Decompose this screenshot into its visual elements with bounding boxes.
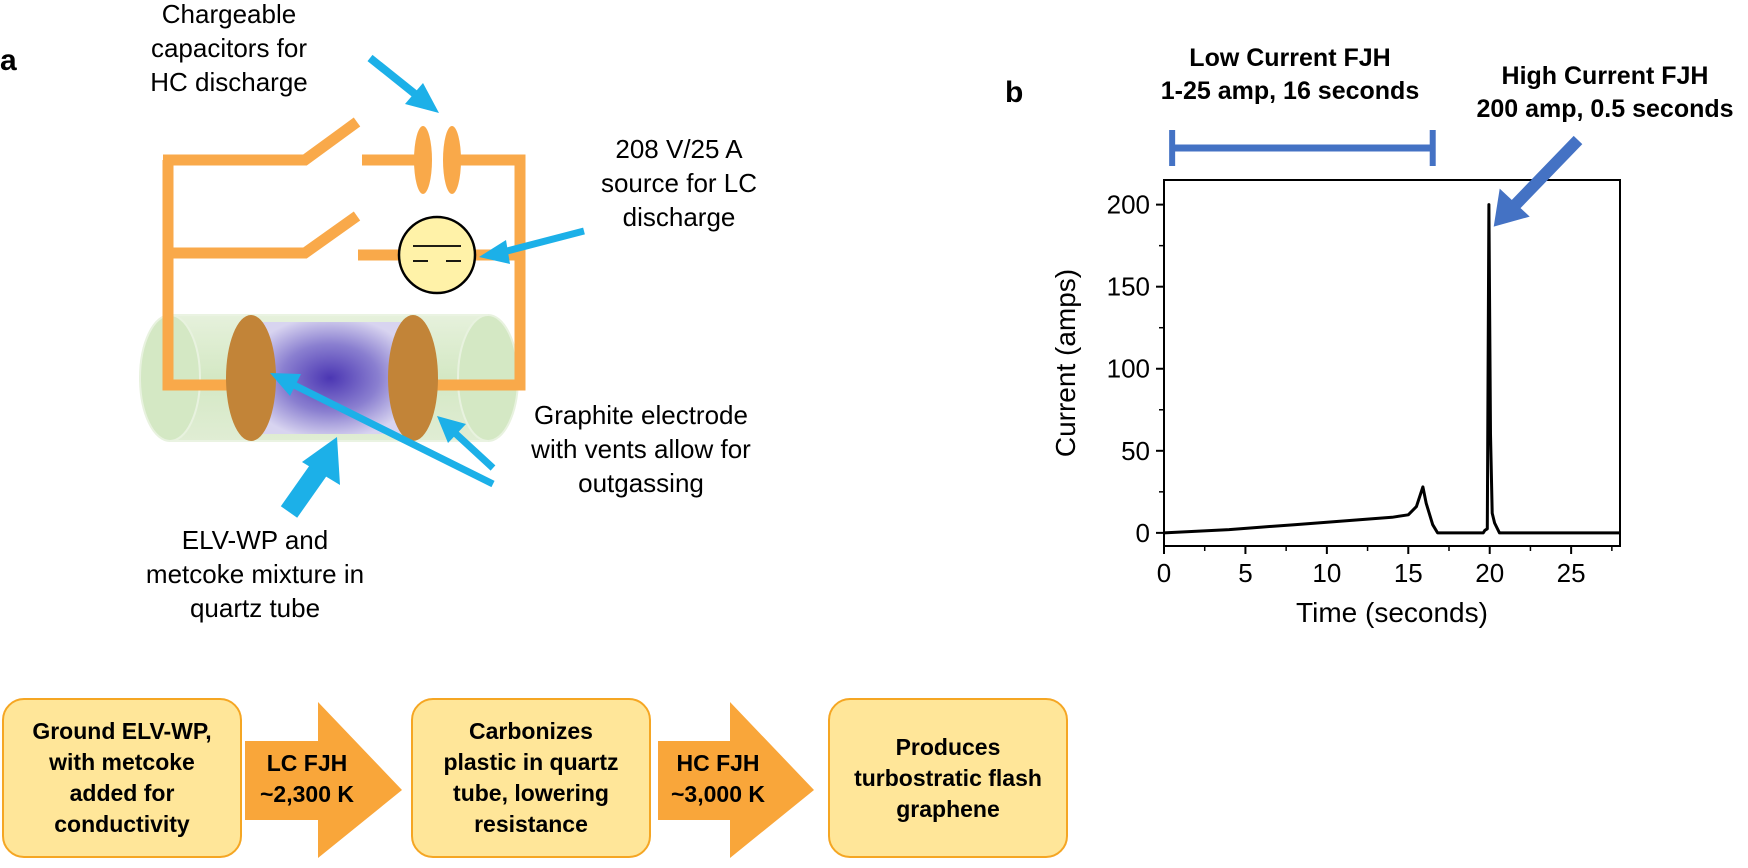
y-tick-label-0: 0 [1136,518,1150,548]
x-tick-label-1: 5 [1238,558,1252,588]
plot-frame [1163,179,1621,547]
series-line-0 [1163,203,1620,535]
high-current-pointer [1507,135,1583,213]
x-tick-label-3: 15 [1394,558,1423,588]
x-tick-label-5: 25 [1557,558,1586,588]
flow-arrow-2-label: HC FJH ~3,000 K [671,750,765,807]
high-current-label: High Current FJH 200 amp, 0.5 seconds [1476,62,1734,123]
circuit-wires [162,117,526,391]
power-source-symbol [397,215,477,295]
flow-arrow-2 [658,702,814,858]
x-axis-label: Time (seconds) [1296,597,1488,628]
x-tick-label-4: 20 [1475,558,1504,588]
pointer-arrows [270,54,585,518]
flow-step-2: Carbonizes plastic in quartz tube, lower… [411,698,651,858]
electrode-label: Graphite electrode with vents allow for … [531,400,751,498]
high-current-pointer-head [1493,188,1530,227]
flow-arrow-1 [245,702,402,858]
panel-b-label: b [1005,76,1024,109]
y-tick-label-2: 100 [1107,354,1150,384]
flow-step-1: Ground ELV-WP, with metcoke added for co… [2,698,242,858]
flow-step-3: Produces turbostratic flash graphene [828,698,1068,858]
y-tick-label-4: 200 [1107,190,1150,220]
panel-a-label: a [0,44,17,77]
flow-arrow-1-label: LC FJH ~2,300 K [260,750,354,807]
right-graphite-electrode [388,315,438,441]
x-tick-label-0: 0 [1157,558,1171,588]
low-current-label: Low Current FJH 1-25 amp, 16 seconds [1160,44,1420,105]
left-graphite-electrode [226,315,276,441]
source-label: 208 V/25 A source for LC discharge [600,134,758,232]
y-tick-label-3: 150 [1107,272,1150,302]
mixture-label: ELV-WP and metcoke mixture in quartz tub… [145,525,365,623]
capacitor-symbol [414,126,461,194]
x-tick-label-2: 10 [1312,558,1341,588]
capacitor-label: Chargeable capacitors for HC discharge [150,0,308,97]
y-axis-label: Current (amps) [1050,269,1081,457]
y-tick-label-1: 50 [1121,436,1150,466]
